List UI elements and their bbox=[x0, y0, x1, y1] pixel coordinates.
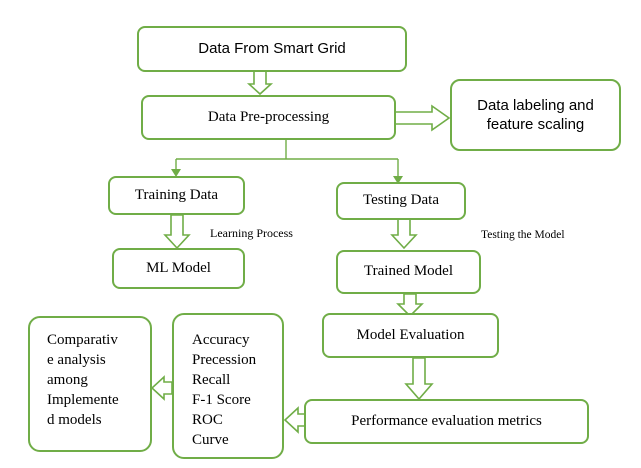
testing-model-label: Testing the Model bbox=[481, 229, 565, 241]
preprocessing-label: Data Pre-processing bbox=[207, 108, 330, 125]
preprocessing-node: Data Pre-processing bbox=[141, 95, 396, 140]
arrow-preprocessing-to-labeling bbox=[394, 104, 451, 132]
metric-precession: Precession bbox=[192, 352, 257, 368]
testing-data-node: Testing Data bbox=[336, 182, 466, 220]
ml-model-label: ML Model bbox=[146, 259, 211, 276]
comparative-analysis-node: Comparativ e analysis among Implemente d… bbox=[28, 316, 152, 452]
model-evaluation-label: Model Evaluation bbox=[356, 326, 465, 343]
comparative-line-3: among bbox=[47, 372, 88, 388]
ml-model-node: ML Model bbox=[112, 248, 245, 289]
model-evaluation-node: Model Evaluation bbox=[322, 313, 499, 358]
comparative-line-5: d models bbox=[47, 412, 102, 428]
arrow-training-to-ml bbox=[163, 214, 191, 250]
metric-recall: Recall bbox=[192, 372, 231, 388]
arrow-grid-to-preprocessing bbox=[246, 70, 274, 96]
smart-grid-label: Data From Smart Grid bbox=[198, 40, 346, 58]
arrow-evaluation-to-performance bbox=[404, 357, 434, 401]
comparative-line-1: Comparativ bbox=[47, 332, 118, 348]
trained-model-node: Trained Model bbox=[336, 250, 481, 294]
testing-data-label: Testing Data bbox=[362, 192, 439, 209]
arrow-performance-to-metrics bbox=[283, 406, 306, 434]
labeling-line-2: feature scaling bbox=[486, 116, 585, 133]
smart-grid-node: Data From Smart Grid bbox=[137, 26, 407, 72]
comparative-line-2: e analysis bbox=[47, 352, 106, 368]
learning-process-label: Learning Process bbox=[210, 226, 293, 240]
metrics-list-node: Accuracy Precession Recall F-1 Score ROC… bbox=[172, 313, 284, 459]
metric-f1: F-1 Score bbox=[192, 392, 251, 408]
metric-accuracy: Accuracy bbox=[192, 332, 250, 348]
metric-curve: Curve bbox=[192, 432, 229, 448]
training-data-node: Training Data bbox=[108, 176, 245, 215]
metric-roc: ROC bbox=[192, 412, 223, 428]
comparative-line-4: Implemente bbox=[47, 392, 119, 408]
arrow-trained-to-evaluation bbox=[396, 293, 424, 318]
performance-metrics-node: Performance evaluation metrics bbox=[304, 399, 589, 444]
labeling-node: Data labeling and feature scaling bbox=[450, 79, 621, 151]
arrow-testing-to-trained bbox=[390, 218, 418, 250]
trained-model-label: Trained Model bbox=[363, 263, 454, 280]
training-data-label: Training Data bbox=[134, 186, 219, 203]
labeling-line-1: Data labeling and bbox=[477, 96, 594, 114]
arrow-metrics-to-comparative bbox=[150, 375, 173, 401]
performance-metrics-label: Performance evaluation metrics bbox=[351, 412, 542, 429]
